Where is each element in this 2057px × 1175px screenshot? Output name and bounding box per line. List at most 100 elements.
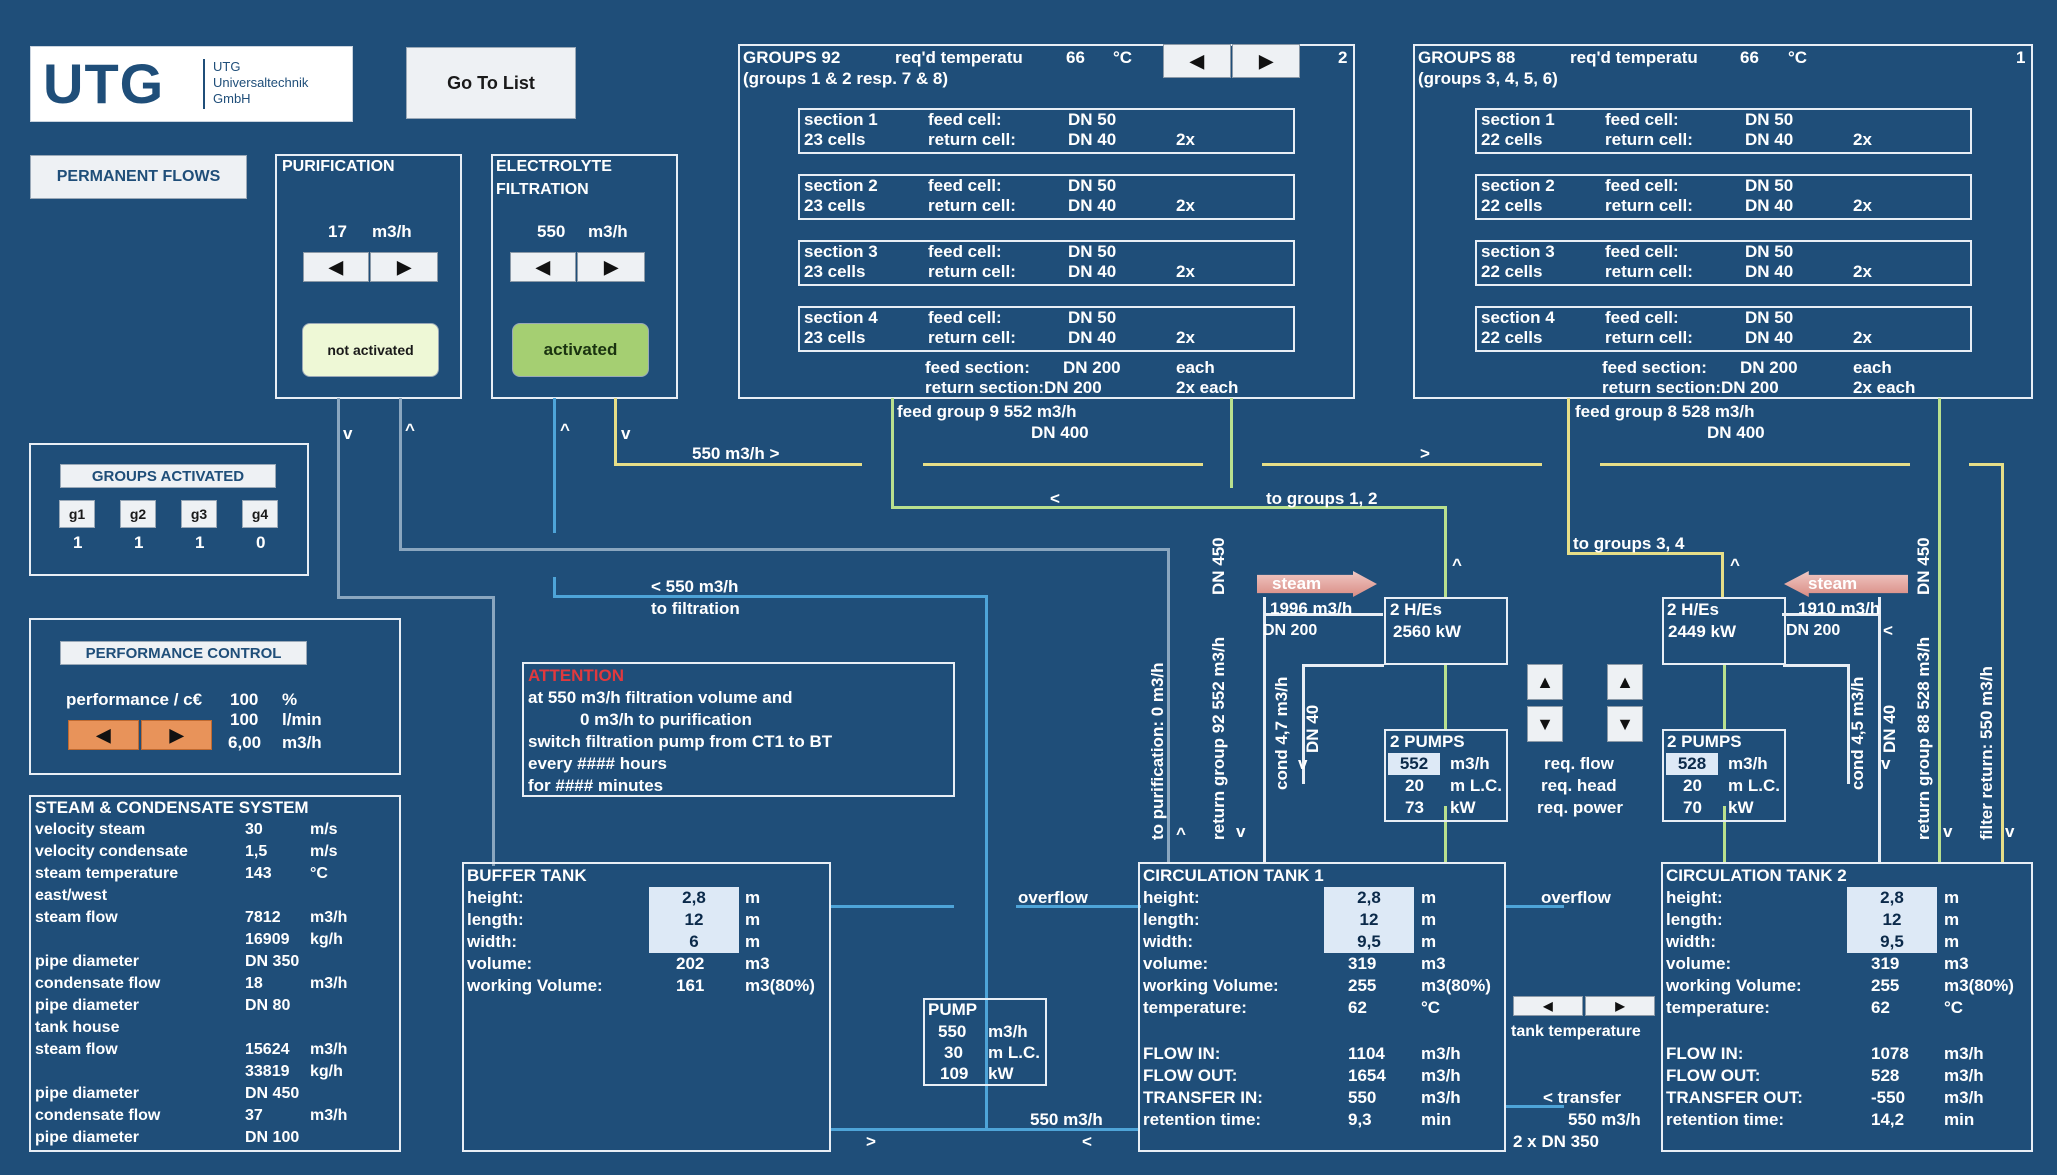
req-down-left-button[interactable]: ▼ <box>1527 706 1563 742</box>
tank-label: FLOW OUT: <box>1143 1066 1238 1085</box>
tank-label: working Volume: <box>1666 976 1802 995</box>
buffer-tank-panel <box>462 862 831 1152</box>
tank-value: 528 <box>1871 1066 1900 1085</box>
steam-row-k: velocity condensate <box>35 843 188 860</box>
buffer-width-input[interactable]: 6 <box>649 931 739 953</box>
buffer-height-unit: m <box>745 888 761 907</box>
section-text: section 2 <box>804 176 878 195</box>
req-down-right-button[interactable]: ▼ <box>1607 706 1643 742</box>
electrolyte-decrease-button[interactable]: ◀ <box>510 252 576 282</box>
pumps-right-flow-input[interactable]: 528 <box>1666 753 1718 775</box>
performance-lmin-unit: l/min <box>282 710 322 729</box>
purification-status-button[interactable]: not activated <box>302 323 439 377</box>
tank-dimension-input[interactable]: 9,5 <box>1847 931 1937 953</box>
group-g4-value: 0 <box>256 533 266 552</box>
groups-activated-title: GROUPS ACTIVATED <box>60 464 276 488</box>
performance-panel <box>29 618 401 775</box>
section-text: DN 40 <box>1745 262 1794 281</box>
buffer-working-label: working Volume: <box>467 976 603 995</box>
section-summary: return section:DN 200 <box>1602 378 1779 397</box>
section-text: 2x <box>1176 262 1195 281</box>
transfer-value: 550 m3/h <box>1568 1110 1641 1129</box>
buffer-working-unit: m3(80%) <box>745 976 815 995</box>
purification-panel <box>275 154 462 399</box>
req-up-left-button[interactable]: ▲ <box>1527 664 1563 700</box>
performance-unit: % <box>282 690 298 709</box>
electrolyte-status-button[interactable]: activated <box>512 323 649 377</box>
performance-decrease-button[interactable]: ◀ <box>68 720 139 750</box>
pumps-left-kw-unit: kW <box>1450 798 1476 817</box>
tank-unit: m3(80%) <box>1944 976 2014 995</box>
flow-up-he-right: ^ <box>1730 555 1740 574</box>
feed-group-8-dn: DN 400 <box>1707 423 1765 442</box>
logo-line3: GmbH <box>213 91 251 106</box>
steam-row-u: °C <box>310 865 328 882</box>
section-text: DN 50 <box>1745 308 1794 327</box>
tank-value: 9,3 <box>1348 1110 1372 1129</box>
tank-unit: m3/h <box>1944 1066 1984 1085</box>
group-g4-toggle[interactable]: g4 <box>242 500 278 528</box>
tank-temp-increase-button[interactable]: ▶ <box>1585 996 1655 1016</box>
flow-to-groups-12: to groups 1, 2 <box>1266 489 1378 508</box>
groups92-sub: (groups 1 & 2 resp. 7 & 8) <box>743 69 948 88</box>
tank-unit: m3 <box>1944 954 1969 973</box>
req-head-label: req. head <box>1541 776 1617 795</box>
section-box <box>798 108 1295 154</box>
he-right-kw: 2449 kW <box>1668 622 1737 641</box>
section-text: section 2 <box>1481 176 1555 195</box>
group-g3-toggle[interactable]: g3 <box>181 500 217 528</box>
buffer-length-input[interactable]: 12 <box>649 909 739 931</box>
tank-dimension-input[interactable]: 9,5 <box>1324 931 1414 953</box>
tank-dimension-input[interactable]: 2,8 <box>1324 887 1414 909</box>
purification-decrease-button[interactable]: ◀ <box>303 252 369 282</box>
pump-title: PUMP <box>928 1000 978 1019</box>
groups88-num: 1 <box>2016 48 2026 67</box>
steam-title: STEAM & CONDENSATE SYSTEM <box>35 798 309 817</box>
steam-row-v: 37 <box>245 1107 263 1124</box>
purification-increase-button[interactable]: ▶ <box>370 252 438 282</box>
attention-line3: switch filtration pump from CT1 to BT <box>528 732 833 751</box>
tank-dimension-input[interactable]: 12 <box>1847 909 1937 931</box>
steam-row-v: 33819 <box>245 1063 290 1080</box>
buffer-height-input[interactable]: 2,8 <box>649 887 739 909</box>
go-to-list-button[interactable]: Go To List <box>406 47 576 119</box>
tank-unit: m3/h <box>1421 1066 1461 1085</box>
tank-dimension-input[interactable]: 2,8 <box>1847 887 1937 909</box>
section-text: section 3 <box>804 242 878 261</box>
steam-row-u: m/s <box>310 821 338 838</box>
buffer-width-unit: m <box>745 932 761 951</box>
tank-label: temperature: <box>1143 998 1247 1017</box>
pumps-right-kw-unit: kW <box>1728 798 1754 817</box>
groups92-next-button[interactable]: ▶ <box>1232 44 1300 78</box>
he-right-flow: 1910 m3/h <box>1798 599 1881 618</box>
groups92-prev-button[interactable]: ◀ <box>1163 44 1231 78</box>
section-text: 23 cells <box>804 328 866 347</box>
feed-group-9: feed group 9 552 m3/h <box>897 402 1077 421</box>
tank-label: FLOW OUT: <box>1666 1066 1761 1085</box>
performance-increase-button[interactable]: ▶ <box>141 720 212 750</box>
arrow-ret92-v: v <box>1236 822 1246 841</box>
tank-temp-decrease-button[interactable]: ◀ <box>1513 996 1583 1016</box>
req-up-right-button[interactable]: ▲ <box>1607 664 1643 700</box>
feed-group-9-dn: DN 400 <box>1031 423 1089 442</box>
steam-row-v: 16909 <box>245 931 290 948</box>
group-g2-toggle[interactable]: g2 <box>120 500 156 528</box>
pumps-left-flow-input[interactable]: 552 <box>1388 753 1440 775</box>
steam-row-u: m3/h <box>310 1041 348 1058</box>
purification-value: 17 <box>328 222 347 241</box>
attention-line1: at 550 m3/h filtration volume and <box>528 688 793 707</box>
section-text: 2x <box>1176 196 1195 215</box>
pumps-left-head: 20 <box>1405 776 1424 795</box>
section-text: DN 40 <box>1068 130 1117 149</box>
group-g1-toggle[interactable]: g1 <box>59 500 95 528</box>
steam-condensate-panel <box>29 795 401 1152</box>
tank-label: height: <box>1143 888 1200 907</box>
permanent-flows-button[interactable]: PERMANENT FLOWS <box>30 155 247 199</box>
pumps-left-title: 2 PUMPS <box>1390 732 1465 751</box>
electrolyte-increase-button[interactable]: ▶ <box>577 252 645 282</box>
steam-row-k: velocity steam <box>35 821 146 838</box>
section-summary: each <box>1853 358 1892 377</box>
section-text: 23 cells <box>804 262 866 281</box>
tank-dimension-input[interactable]: 12 <box>1324 909 1414 931</box>
arrow-purif-up: ^ <box>1176 824 1186 843</box>
